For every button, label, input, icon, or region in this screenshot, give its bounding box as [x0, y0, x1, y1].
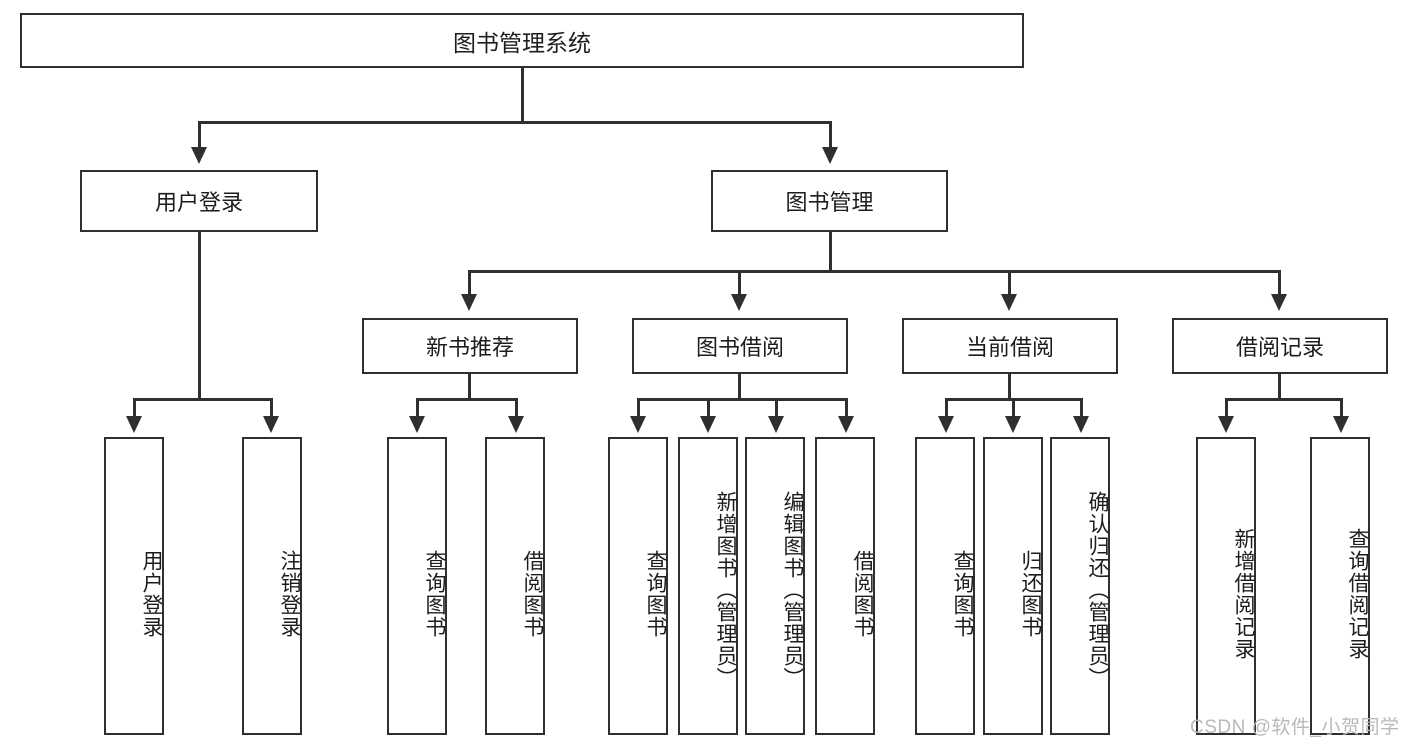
node-current-borrow[interactable]: 当前借阅 [902, 318, 1118, 374]
connector-book-mgmt-to-record [1278, 270, 1281, 296]
node-borrow-record[interactable]: 借阅记录 [1172, 318, 1388, 374]
leaf-borrow-books-new[interactable]: 借阅图书 [485, 437, 545, 735]
connector-user-login-bus [133, 398, 272, 401]
node-user-login[interactable]: 用户登录 [80, 170, 318, 232]
connector-borrow-stem [738, 374, 741, 400]
leaf-add-book-admin[interactable]: 新增图书（管理员） [678, 437, 738, 735]
connector-user-login-to-leaf-1 [133, 398, 136, 418]
arrow-borrow-to-leaf-3 [768, 416, 784, 433]
arrow-user-login-to-leaf-2 [263, 416, 279, 433]
arrow-user-login-to-leaf-1 [126, 416, 142, 433]
connector-current-to-leaf-3 [1080, 398, 1083, 418]
connector-record-to-leaf-2 [1340, 398, 1343, 418]
arrow-record-to-leaf-1 [1218, 416, 1234, 433]
connector-current-stem [1008, 374, 1011, 400]
connector-new-book-to-leaf-1 [416, 398, 419, 418]
arrow-borrow-to-leaf-4 [838, 416, 854, 433]
leaf-query-borrow-record[interactable]: 查询借阅记录 [1310, 437, 1370, 735]
arrow-root-to-book-mgmt [822, 147, 838, 164]
node-new-book-recommend[interactable]: 新书推荐 [362, 318, 578, 374]
connector-root-to-user-login [198, 121, 201, 149]
arrow-borrow-to-leaf-1 [630, 416, 646, 433]
leaf-query-books-current[interactable]: 查询图书 [915, 437, 975, 735]
connector-record-bus [1225, 398, 1342, 401]
arrow-borrow-to-leaf-2 [700, 416, 716, 433]
leaf-borrow-books[interactable]: 借阅图书 [815, 437, 875, 735]
node-root-system[interactable]: 图书管理系统 [20, 13, 1024, 68]
connector-book-mgmt-to-borrow [738, 270, 741, 296]
watermark-label: CSDN @软件_小贺同学 [1190, 717, 1400, 738]
leaf-query-books-borrow[interactable]: 查询图书 [608, 437, 668, 735]
arrow-new-book-to-leaf-2 [508, 416, 524, 433]
connector-root-stem [521, 68, 524, 122]
connector-user-login-to-leaf-2 [270, 398, 273, 418]
connector-current-to-leaf-1 [945, 398, 948, 418]
arrow-book-mgmt-to-new-book [461, 294, 477, 311]
connector-current-to-leaf-2 [1012, 398, 1015, 418]
arrow-root-to-user-login [191, 147, 207, 164]
connector-borrow-to-leaf-4 [845, 398, 848, 418]
connector-user-login-stem [198, 232, 201, 400]
arrow-new-book-to-leaf-1 [409, 416, 425, 433]
arrow-book-mgmt-to-record [1271, 294, 1287, 311]
arrow-book-mgmt-to-current [1001, 294, 1017, 311]
connector-root-bus [198, 121, 830, 124]
arrow-current-to-leaf-1 [938, 416, 954, 433]
leaf-add-borrow-record[interactable]: 新增借阅记录 [1196, 437, 1256, 735]
leaf-confirm-return-admin[interactable]: 确认归还（管理员） [1050, 437, 1110, 735]
connector-borrow-to-leaf-2 [707, 398, 710, 418]
connector-record-stem [1278, 374, 1281, 400]
leaf-query-books-new[interactable]: 查询图书 [387, 437, 447, 735]
connector-new-book-stem [468, 374, 471, 400]
arrow-book-mgmt-to-borrow [731, 294, 747, 311]
connector-root-to-book-mgmt [829, 121, 832, 149]
node-book-borrow[interactable]: 图书借阅 [632, 318, 848, 374]
connector-book-mgmt-to-new-book [468, 270, 471, 296]
arrow-record-to-leaf-2 [1333, 416, 1349, 433]
connector-new-book-bus [416, 398, 517, 401]
connector-book-mgmt-stem [829, 232, 832, 272]
arrow-current-to-leaf-3 [1073, 416, 1089, 433]
connector-book-mgmt-bus [468, 270, 1280, 273]
leaf-return-books[interactable]: 归还图书 [983, 437, 1043, 735]
node-book-management[interactable]: 图书管理 [711, 170, 948, 232]
leaf-edit-book-admin[interactable]: 编辑图书（管理员） [745, 437, 805, 735]
connector-borrow-to-leaf-3 [775, 398, 778, 418]
leaf-user-login[interactable]: 用户登录 [104, 437, 164, 735]
connector-record-to-leaf-1 [1225, 398, 1228, 418]
connector-book-mgmt-to-current [1008, 270, 1011, 296]
connector-borrow-to-leaf-1 [637, 398, 640, 418]
leaf-logout[interactable]: 注销登录 [242, 437, 302, 735]
connector-new-book-to-leaf-2 [515, 398, 518, 418]
connector-borrow-bus [637, 398, 848, 401]
arrow-current-to-leaf-2 [1005, 416, 1021, 433]
